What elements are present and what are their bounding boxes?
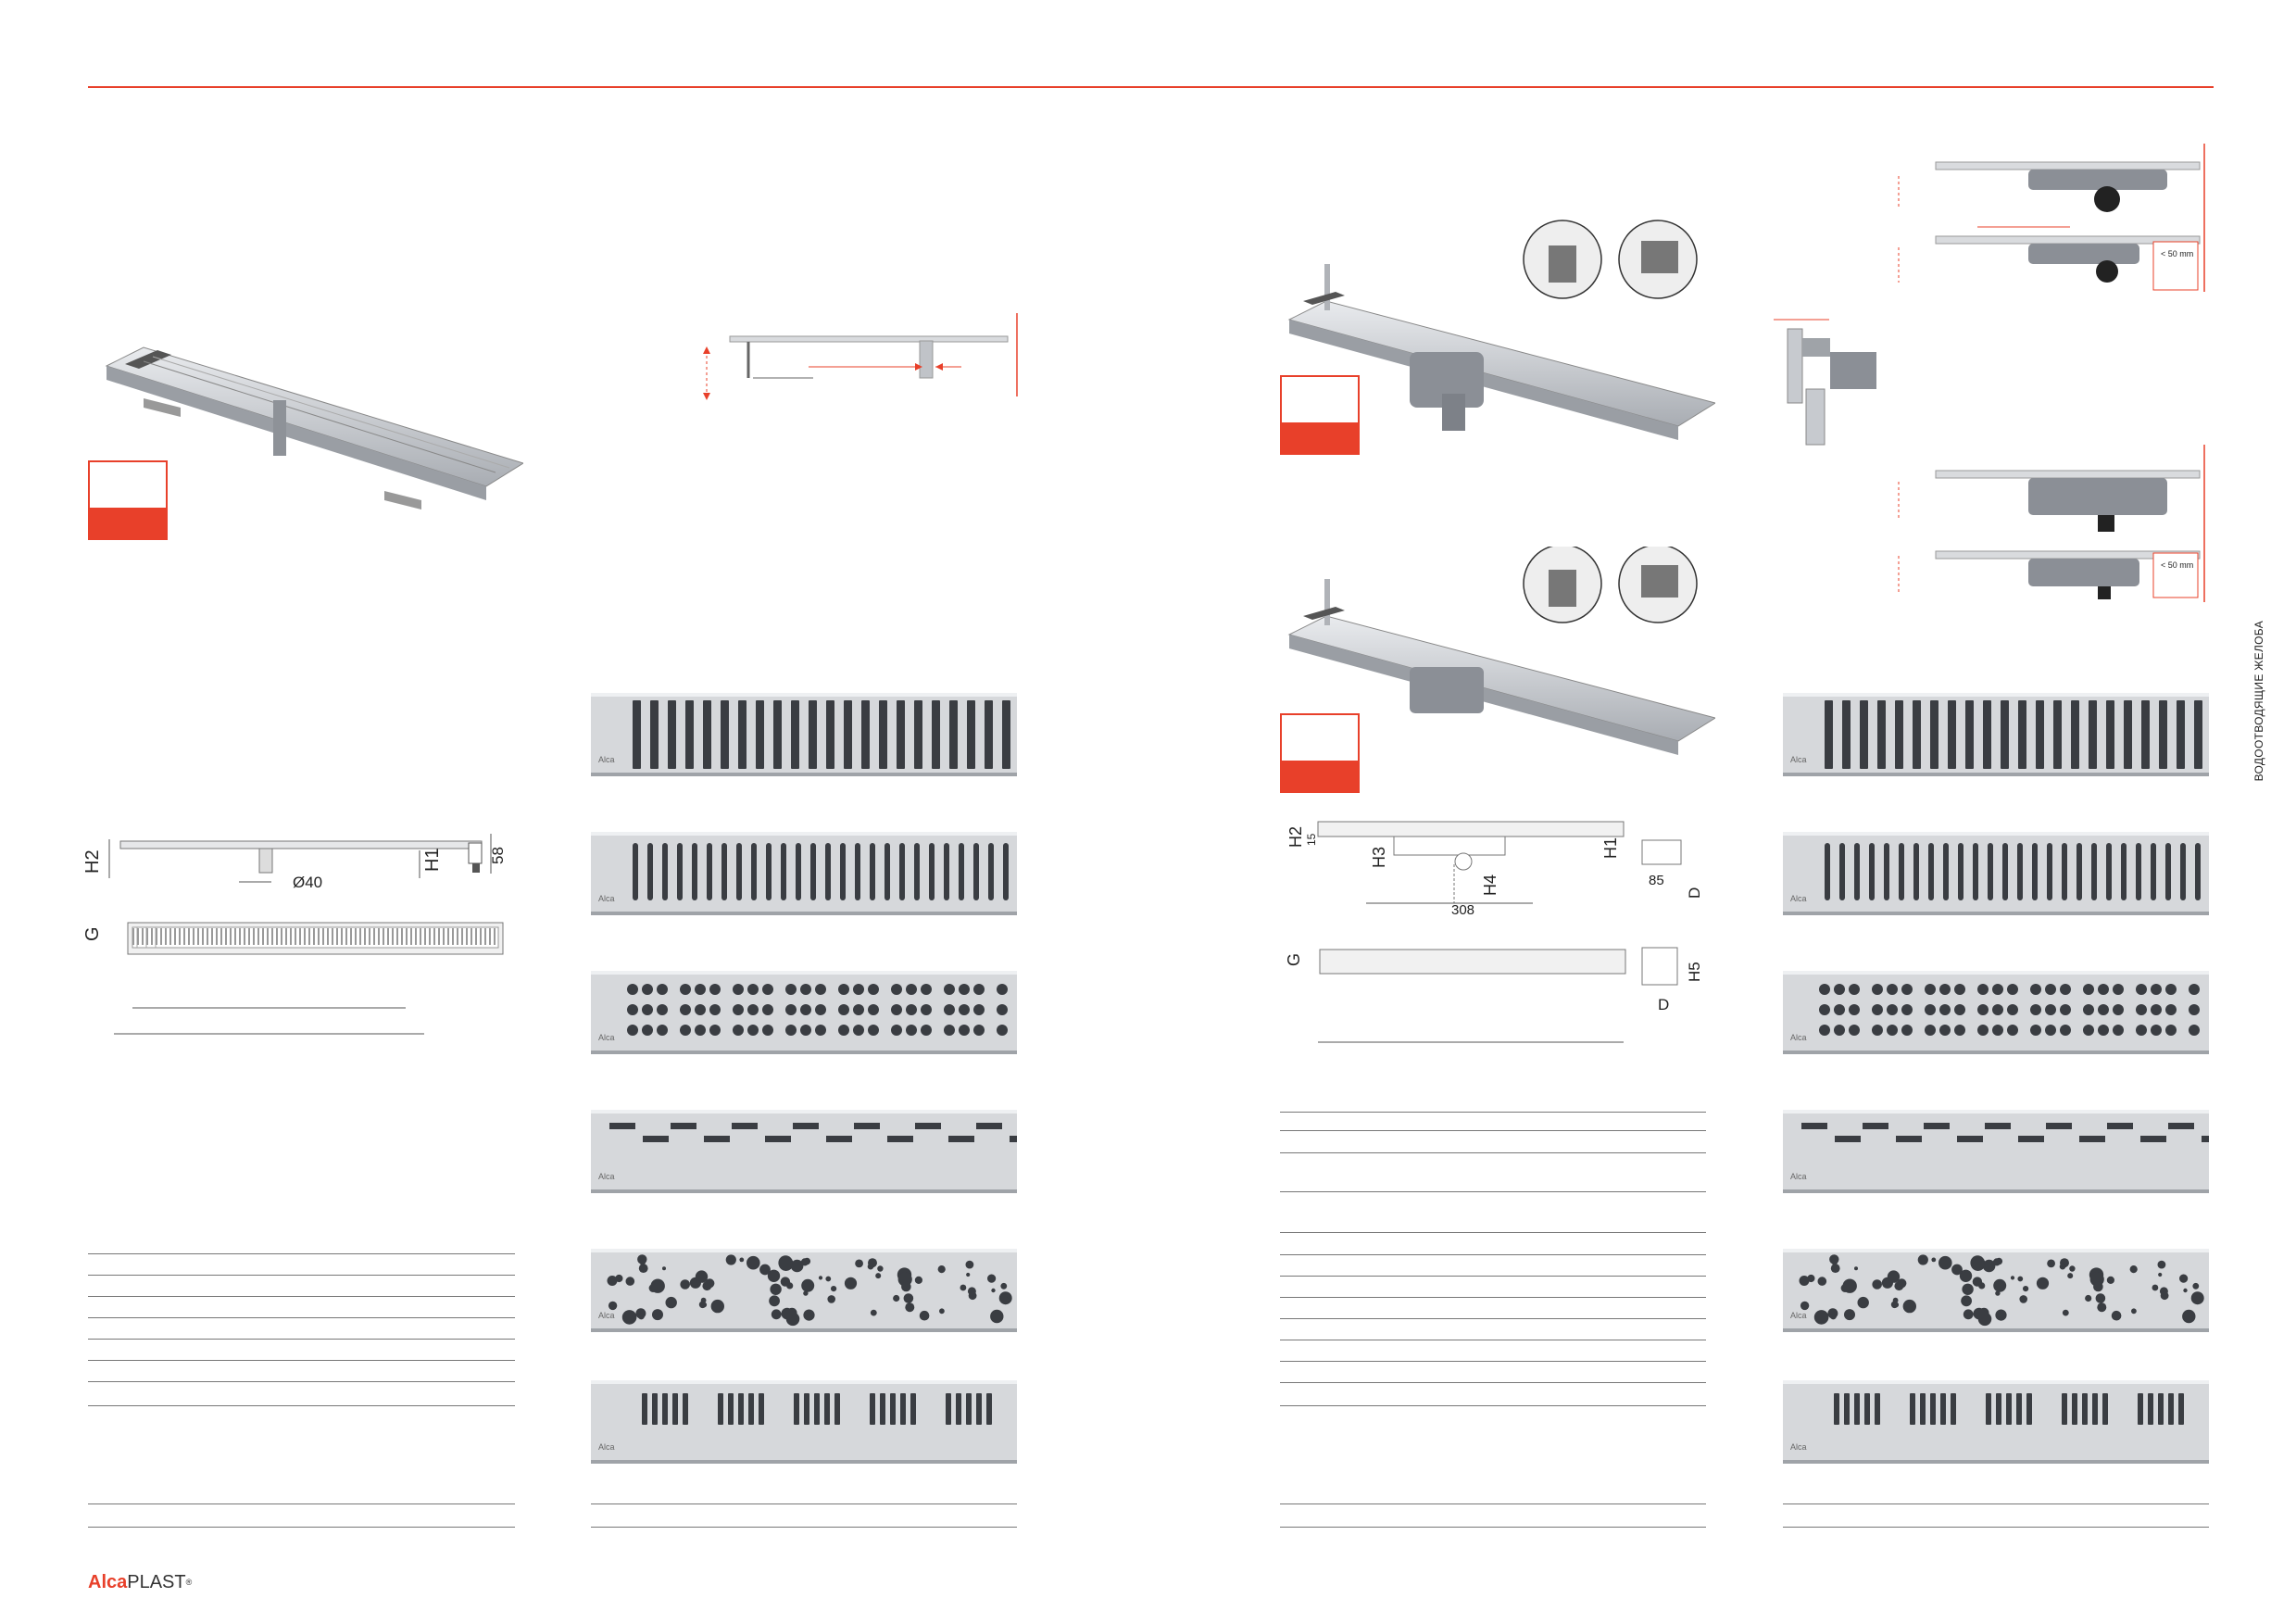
table-rule [1280, 1527, 1706, 1528]
table-rule [1280, 1276, 1706, 1277]
table-rule [88, 1317, 515, 1318]
dim-85-right: 85 [1649, 873, 1664, 888]
tech-drawing-right: H2 15 H3 H4 H1 308 85 D G H5 D [1285, 821, 1703, 1043]
table-rule [88, 1296, 515, 1297]
dim-g-right: G [1285, 953, 1303, 966]
table-rule [1280, 1232, 1706, 1233]
section-side-label: ВОДООТВОДЯЩИЕ ЖЕЛОБА [2252, 621, 2265, 782]
grate-bubbles: Alca [591, 1249, 1017, 1332]
brand-logo-registered: ® [185, 1578, 193, 1587]
table-rule [1280, 1254, 1706, 1255]
table-rule [88, 1360, 515, 1361]
grate-brand-label: Alca [1790, 1033, 1807, 1042]
table-rule [88, 1339, 515, 1340]
grate-pure: Alca [591, 832, 1017, 915]
table-rule [88, 1503, 515, 1504]
table-rule [1783, 1527, 2209, 1528]
grate-groups-right: Alca [1783, 1380, 2209, 1464]
table-rule [1280, 1503, 1706, 1504]
table-rule [591, 1527, 1017, 1528]
table-rule [88, 1405, 515, 1406]
header-rule [88, 86, 2214, 88]
grate-brand-label: Alca [1790, 755, 1807, 764]
brand-logo-part1: Alca [88, 1572, 128, 1592]
product-badge-left [88, 460, 168, 540]
install-sketch-left [703, 313, 1018, 400]
grate-brand-label: Alca [598, 755, 615, 764]
table-rule [1280, 1405, 1706, 1406]
dim-h1-left: H1 [422, 848, 443, 872]
dim-h5-right: H5 [1686, 962, 1703, 982]
grate-brand-label: Alca [1790, 1172, 1807, 1181]
grate-brand-label: Alca [598, 1172, 615, 1181]
drain-render-right-bottom [1287, 547, 1715, 755]
grate-brand-label: Alca [598, 1033, 615, 1042]
table-rule [1280, 1112, 1706, 1113]
table-rule [88, 1527, 515, 1528]
dim-h2-left: H2 [82, 849, 103, 874]
dim-d-right: D [1686, 887, 1703, 899]
brand-logo-part2: PLAST [127, 1572, 186, 1592]
brand-logo: AlcaPLAST® [88, 1572, 192, 1592]
grate-pure-right: Alca [1783, 832, 2209, 915]
grate-brand-label: Alca [598, 894, 615, 903]
table-rule [1280, 1361, 1706, 1362]
table-rule [1280, 1382, 1706, 1383]
grate-brand-label: Alca [1790, 1442, 1807, 1452]
dim-15-right: 15 [1305, 833, 1318, 846]
install-sketch-right-b: < 50 mm [1898, 445, 2205, 602]
dim-d2-right: D [1658, 996, 1669, 1013]
dim-h1-right: H1 [1601, 837, 1620, 859]
table-rule [1280, 1152, 1706, 1153]
table-rule [1280, 1318, 1706, 1319]
table-rule [88, 1381, 515, 1382]
install-sketch-right-a: < 50 mm [1898, 144, 2205, 292]
dim-height-left: 58 [489, 847, 507, 864]
grate-dash-right: Alca [1783, 1110, 2209, 1193]
grate-brand-label: Alca [1790, 1311, 1807, 1320]
product-badge-right-top [1280, 375, 1360, 455]
drain-render-right-top [1287, 220, 1715, 440]
dim-h4-right: H4 [1481, 874, 1499, 896]
dim-h3-right: H3 [1370, 847, 1388, 868]
grate-bubbles-right: Alca [1783, 1249, 2209, 1332]
dim-308-right: 308 [1451, 902, 1474, 918]
table-rule [1280, 1130, 1706, 1131]
drain-render-left [105, 346, 523, 510]
grate-dash: Alca [591, 1110, 1017, 1193]
grate-brand-label: Alca [598, 1311, 615, 1320]
dim-diameter-left: Ø40 [293, 874, 322, 891]
grate-brand-label: Alca [598, 1442, 615, 1452]
mount-label-b: < 50 mm [2161, 560, 2193, 570]
grate-line: Alca [591, 693, 1017, 776]
table-rule [1783, 1503, 2209, 1504]
product-badge-right-bottom [1280, 713, 1360, 793]
table-rule [1280, 1191, 1706, 1192]
dim-h2-right: H2 [1286, 826, 1305, 848]
dim-g-left: G [82, 926, 103, 941]
grate-topview-pattern-left [132, 926, 498, 947]
wall-mount-detail [1774, 319, 1876, 446]
mount-label-a: < 50 mm [2161, 249, 2193, 258]
grate-dots-right: Alca [1783, 971, 2209, 1054]
grate-line-right: Alca [1783, 693, 2209, 776]
table-rule [1280, 1297, 1706, 1298]
grate-brand-label: Alca [1790, 894, 1807, 903]
table-rule [591, 1503, 1017, 1504]
table-rule [88, 1253, 515, 1254]
grate-groups: Alca [591, 1380, 1017, 1464]
table-rule [88, 1275, 515, 1276]
grate-dots: Alca [591, 971, 1017, 1054]
